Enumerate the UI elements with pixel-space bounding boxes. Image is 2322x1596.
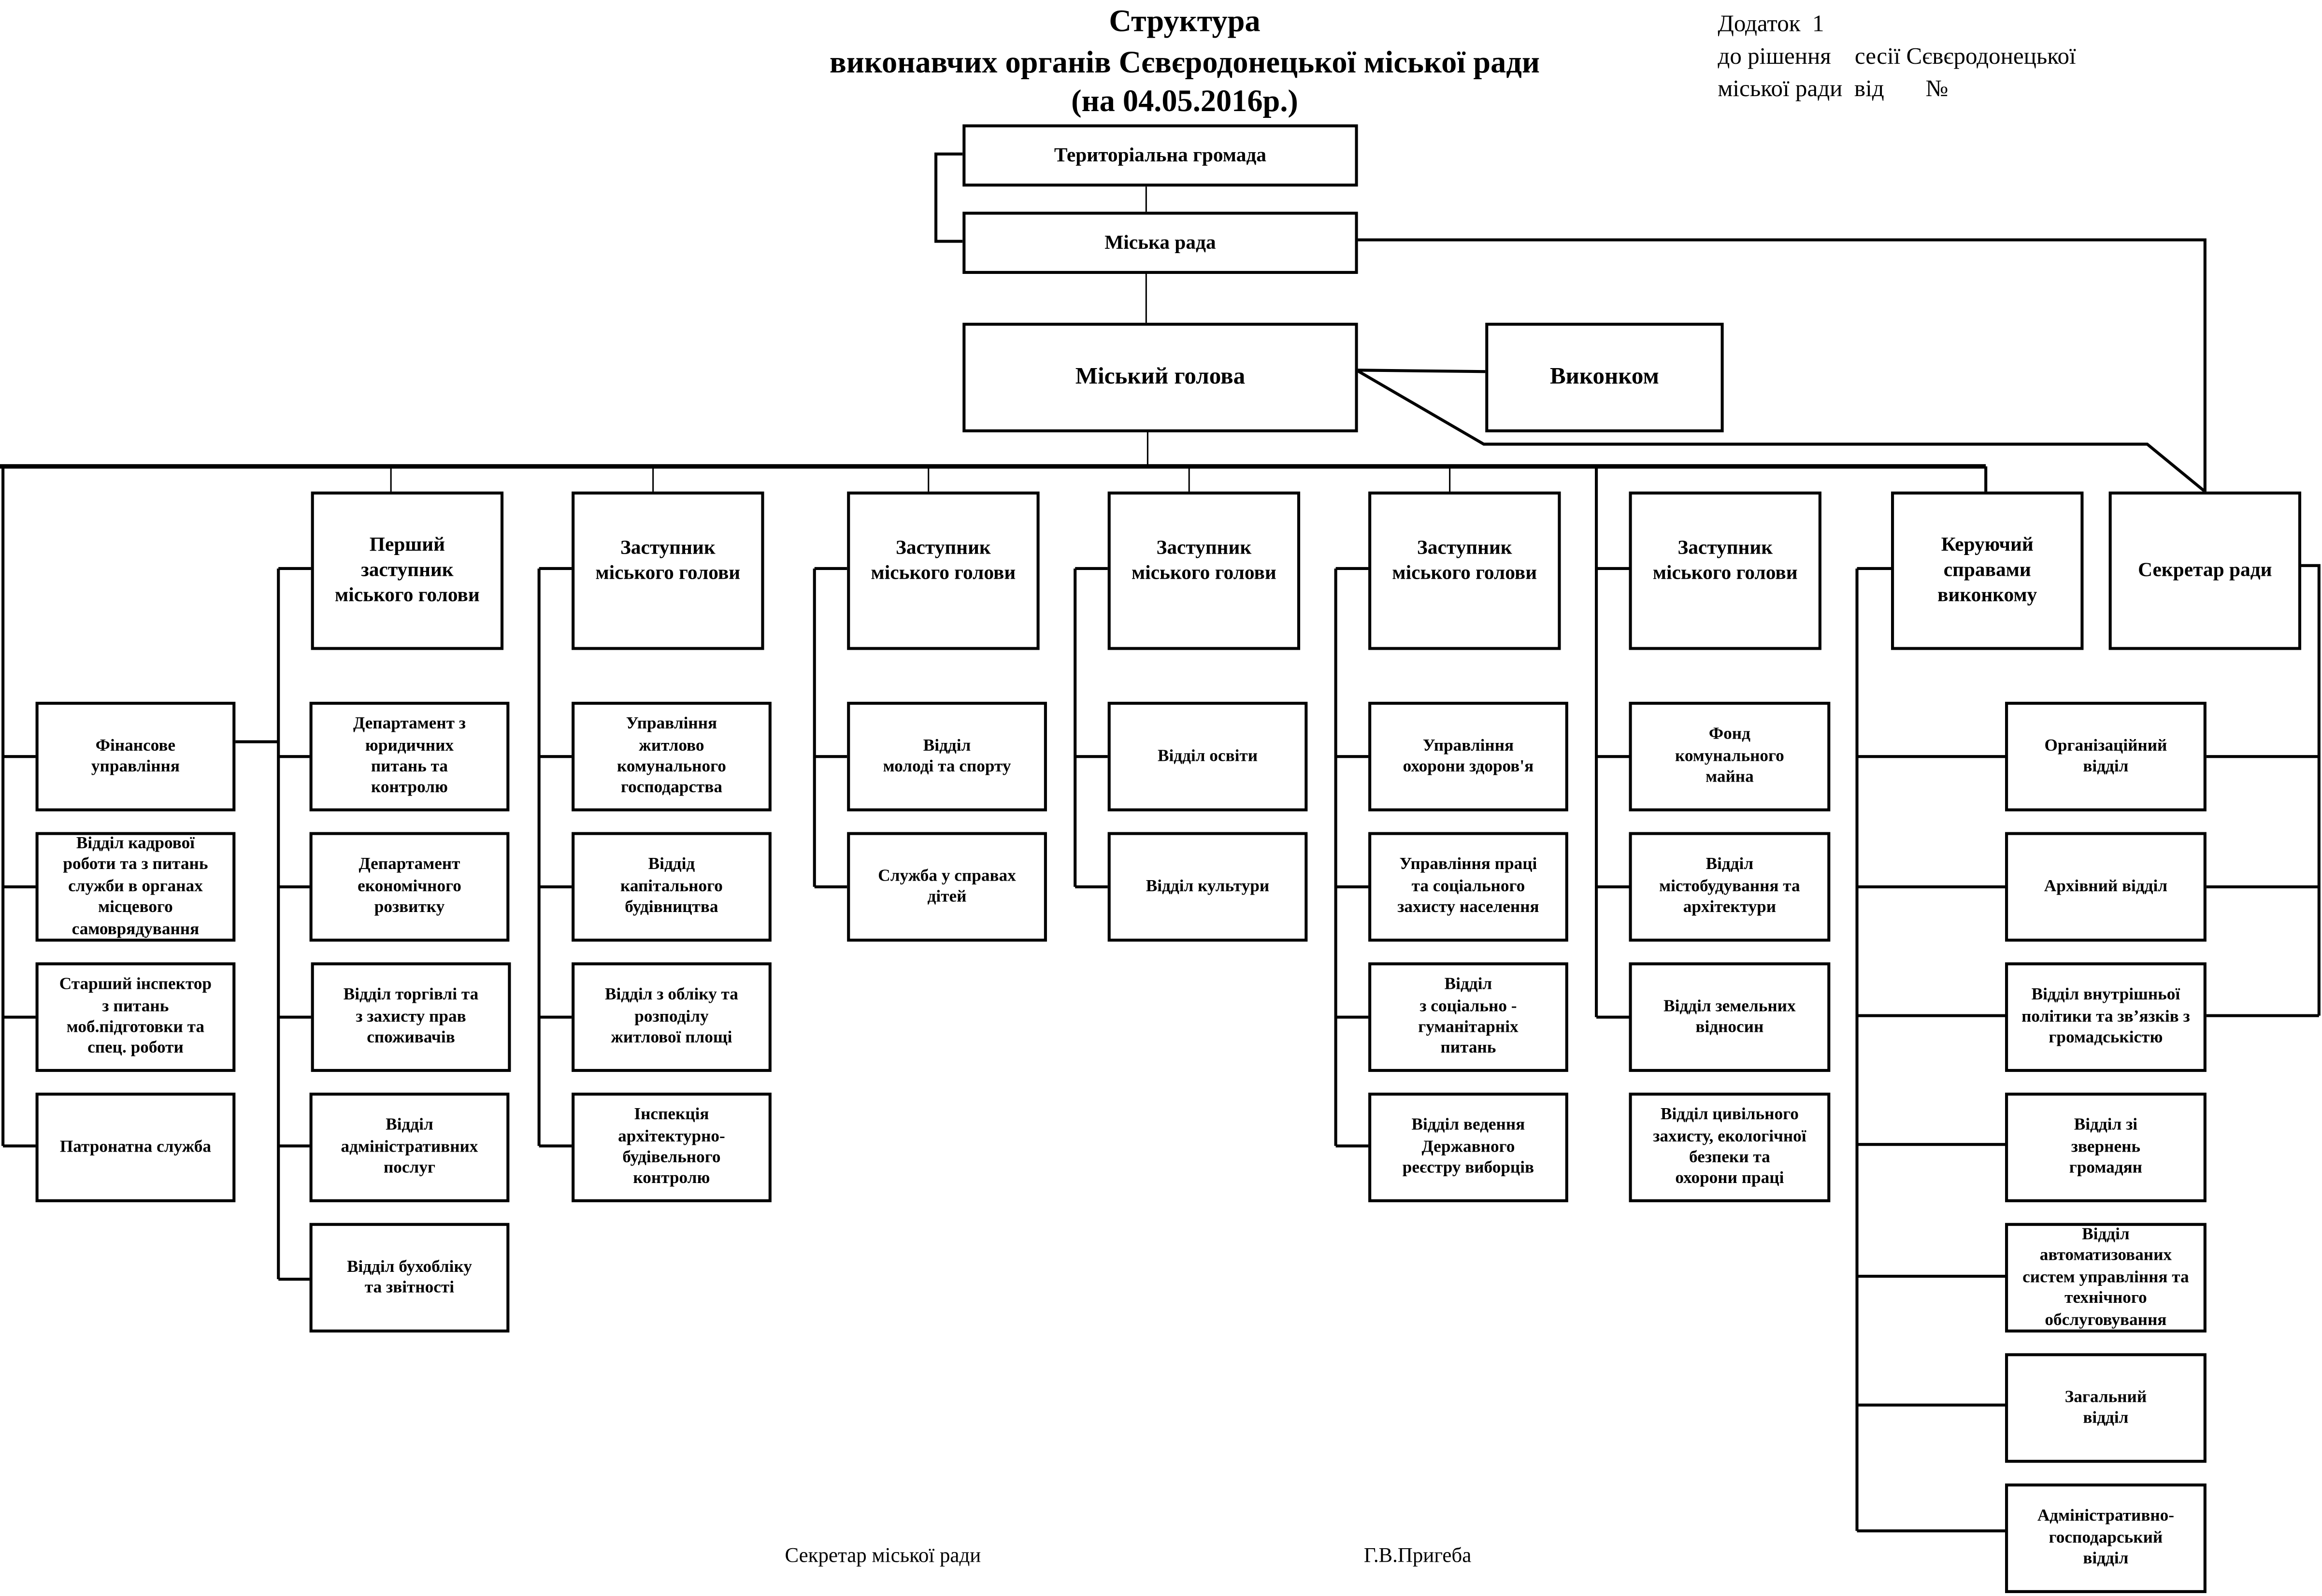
unit-box: Департамент економічного розвитку <box>309 832 510 942</box>
executive-manager-box: Керуючий справами виконкому <box>1891 491 2084 650</box>
connector <box>1356 238 2207 492</box>
unit-box: Відділ кадрової роботи та з питань служб… <box>35 832 236 942</box>
unit-box: Відділ культури <box>1107 832 1308 942</box>
unit-box: Фонд комунального майна <box>1629 701 1831 812</box>
unit-box: Відділ освіти <box>1107 701 1308 812</box>
unit-box: Відділ адміністративних послуг <box>309 1092 510 1202</box>
annex-note: Додаток 1 до рішення сесії Сєвєродонецько… <box>1718 9 2076 106</box>
unit-box: Загальний відділ <box>2005 1353 2207 1463</box>
unit-box: Фінансове управління <box>35 701 236 812</box>
signature-name: Г.В.Пригеба <box>1363 1545 1472 1568</box>
connector <box>1356 369 1487 373</box>
unit-box: Департамент з юридичних питань та контро… <box>309 701 510 812</box>
unit-box: Патронатна служба <box>35 1092 236 1202</box>
chart-title: Структура <box>1109 3 1261 39</box>
unit-box: Відділ внутрішньої політики та зв’язків … <box>2005 962 2207 1072</box>
mayor-box: Міський голова <box>962 323 1358 432</box>
unit-box: Відділ зі звернень громадян <box>2005 1092 2207 1202</box>
unit-box: Управління охорони здоров'я <box>1368 701 1568 812</box>
connector <box>2299 564 2321 1016</box>
city-council-box: Міська рада <box>962 212 1358 274</box>
unit-box: Відділ ведення Державного реєстру виборц… <box>1368 1092 1568 1202</box>
unit-box: Відділ молоді та спорту <box>847 701 1047 812</box>
unit-box: Старший інспектор з питань моб.підготовк… <box>35 962 236 1072</box>
unit-box: Організаційний відділ <box>2005 701 2207 812</box>
connector <box>934 152 963 243</box>
deputy-box: Заступник міського голови <box>572 491 764 650</box>
unit-box: Відділ містобудування та архітектури <box>1629 832 1831 942</box>
first-deputy-box: Перший заступник міського голови <box>311 491 504 650</box>
annex-line: до рішення сесії Сєвєродонецької <box>1718 44 2076 70</box>
executive-committee-box: Виконком <box>1485 323 1724 432</box>
connector <box>1355 369 2206 493</box>
unit-box: Відділ з обліку та розподілу житлової пл… <box>572 962 772 1072</box>
deputy-box: Заступник міського голови <box>1368 491 1561 650</box>
unit-box: Відділ бухобліку та звітності <box>309 1223 510 1333</box>
unit-box: Інспекція архітектурно- будівельного кон… <box>572 1092 772 1202</box>
annex-line: Додаток 1 <box>1718 12 1824 37</box>
unit-box: Відділ торгівлі та з захисту прав спожив… <box>311 962 511 1072</box>
unit-box: Відділ земельних відносин <box>1629 962 1831 1072</box>
unit-box: Відділ з соціально - гуманітарніх питань <box>1368 962 1568 1072</box>
unit-box: Відділ цивільного захисту, екологічної б… <box>1629 1092 1831 1202</box>
council-secretary-box: Секретар ради <box>2108 491 2302 650</box>
deputy-box: Заступник міського голови <box>1107 491 1301 650</box>
unit-box: Служба у справах дітей <box>847 832 1047 942</box>
unit-box: Управління житлово комунального господар… <box>572 701 772 812</box>
deputy-box: Заступник міського голови <box>847 491 1040 650</box>
chart-subtitle: виконавчих органів Сєвєродонецької міськ… <box>829 44 1540 80</box>
unit-box: Адміністративно- господарський відділ <box>2005 1483 2207 1593</box>
unit-box: Архівний відділ <box>2005 832 2207 942</box>
unit-box: Відділ автоматизованих систем управління… <box>2005 1223 2207 1333</box>
community-box: Територіальна громада <box>962 124 1358 187</box>
deputy-box: Заступник міського голови <box>1629 491 1821 650</box>
unit-box: Управління праці та соціального захисту … <box>1368 832 1568 942</box>
annex-line: міської ради від № <box>1718 77 1949 102</box>
signature-position: Секретар міської ради <box>785 1545 981 1568</box>
chart-date: (на 04.05.2016р.) <box>1071 83 1298 119</box>
unit-box: Віддід капітального будівництва <box>572 832 772 942</box>
